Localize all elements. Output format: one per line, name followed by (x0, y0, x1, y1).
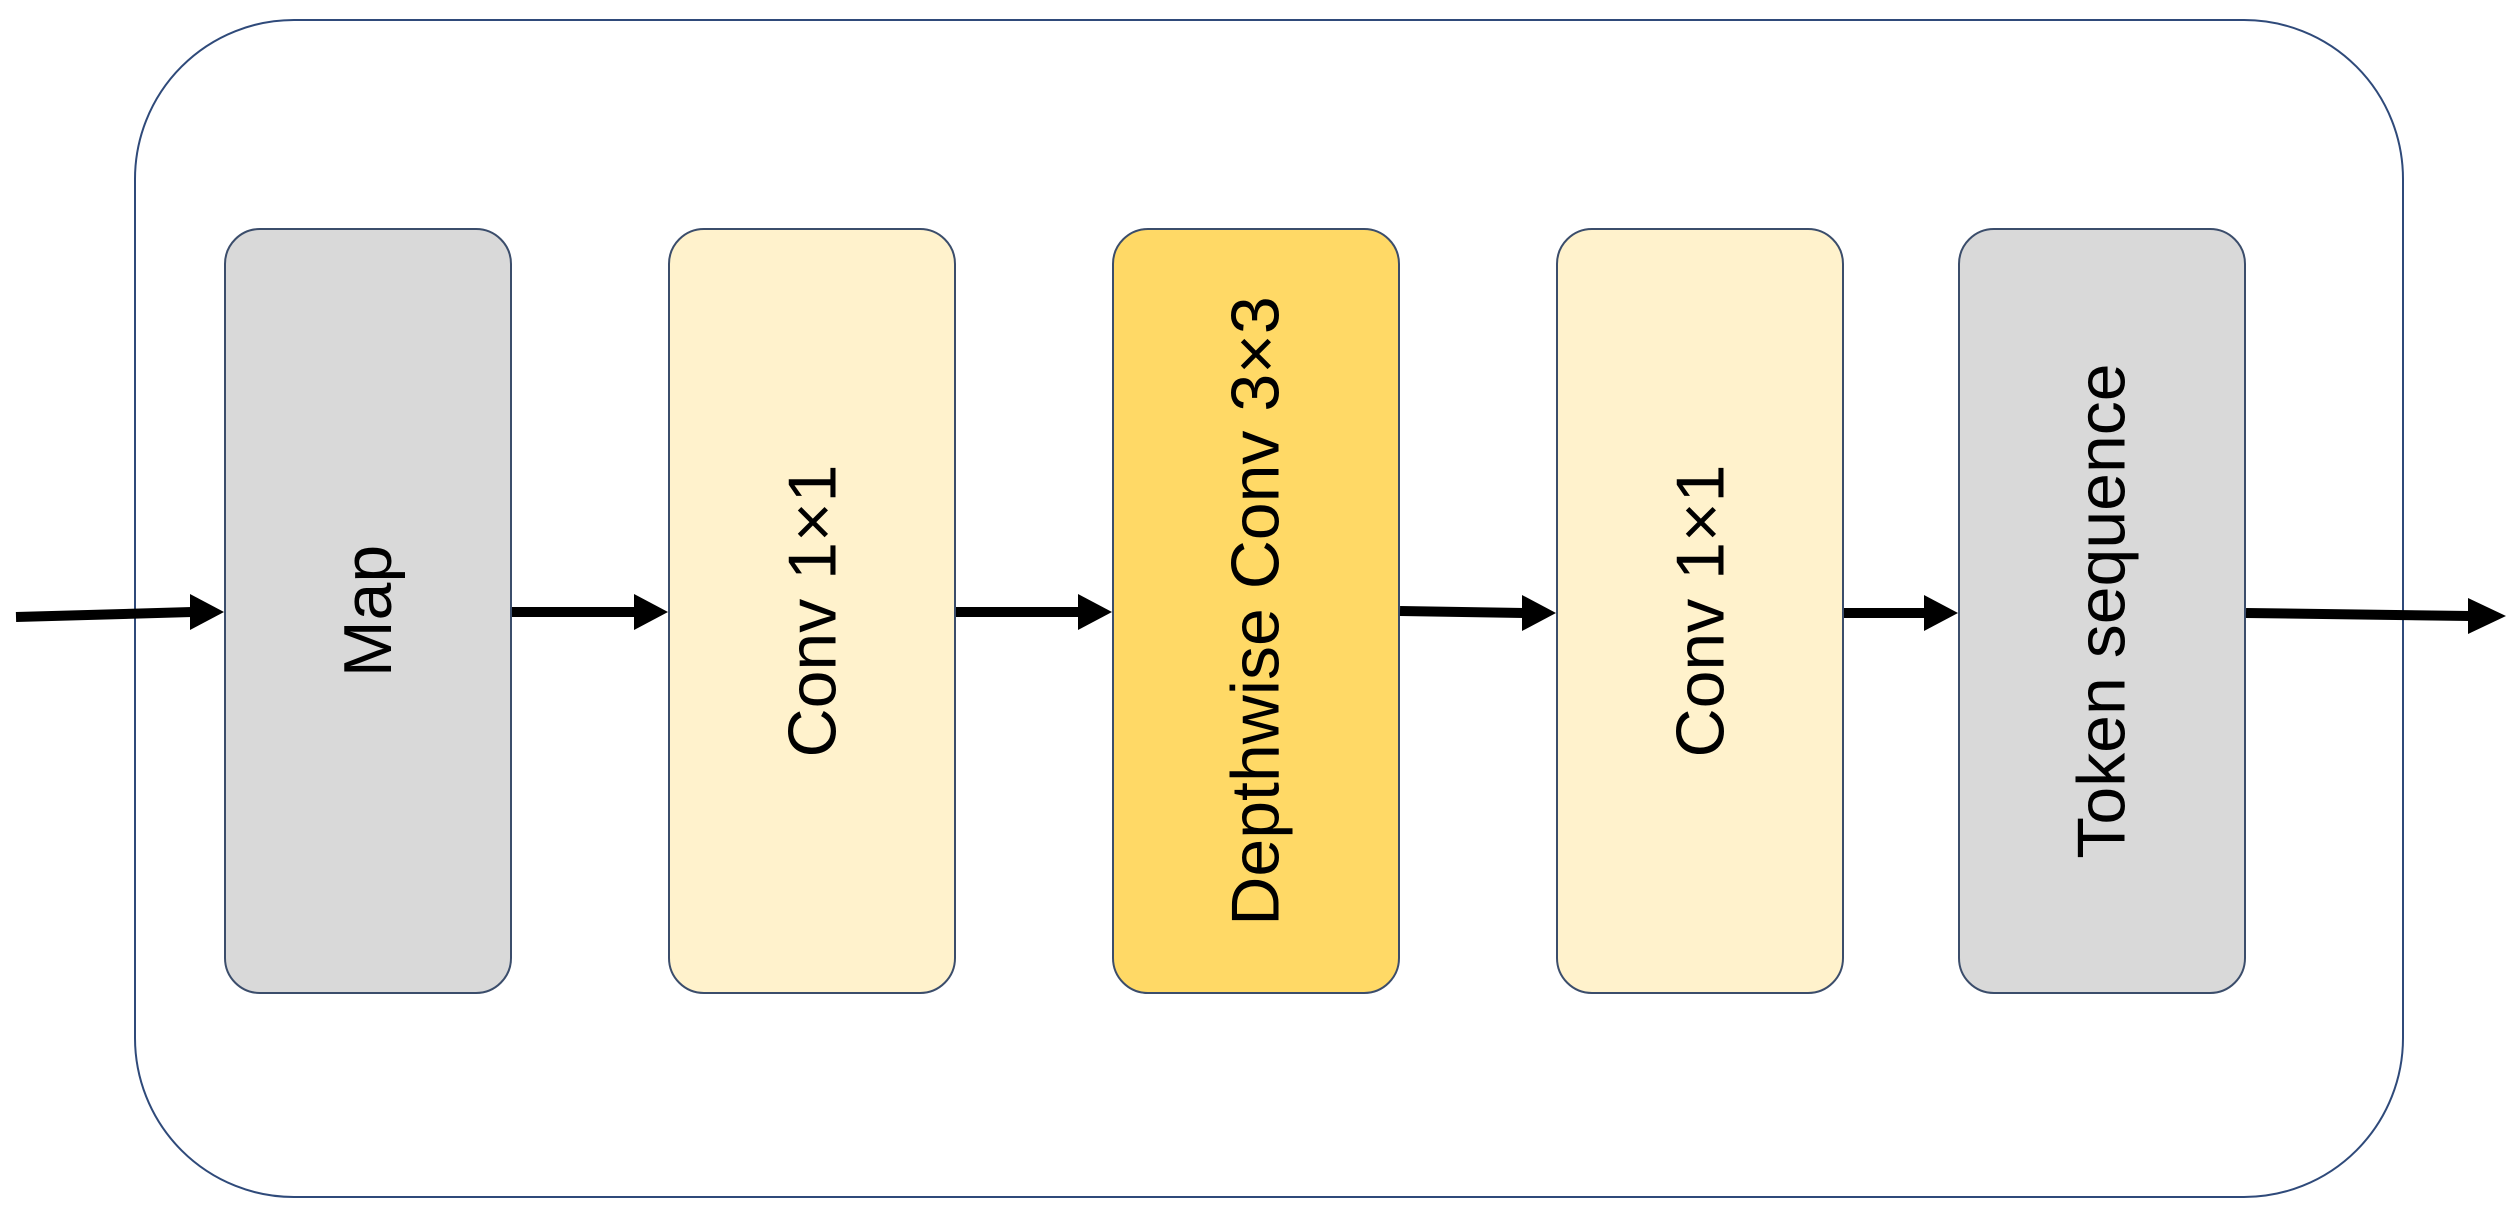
block-conv1x1-first: Conv 1×1 (668, 228, 956, 994)
block-conv1x1-second: Conv 1×1 (1556, 228, 1844, 994)
block-map-label: Map (330, 544, 406, 678)
block-conv1x1-second-label: Conv 1×1 (1662, 464, 1739, 758)
block-token-sequence-label: Token sequence (2064, 363, 2141, 859)
block-depthwise-conv-label: Depthwise Conv 3×3 (1218, 296, 1294, 926)
block-conv1x1-first-label: Conv 1×1 (774, 464, 851, 758)
output-arrowhead (2468, 598, 2506, 634)
block-token-sequence: Token sequence (1958, 228, 2246, 994)
block-depthwise-conv: Depthwise Conv 3×3 (1112, 228, 1400, 994)
block-map: Map (224, 228, 512, 994)
